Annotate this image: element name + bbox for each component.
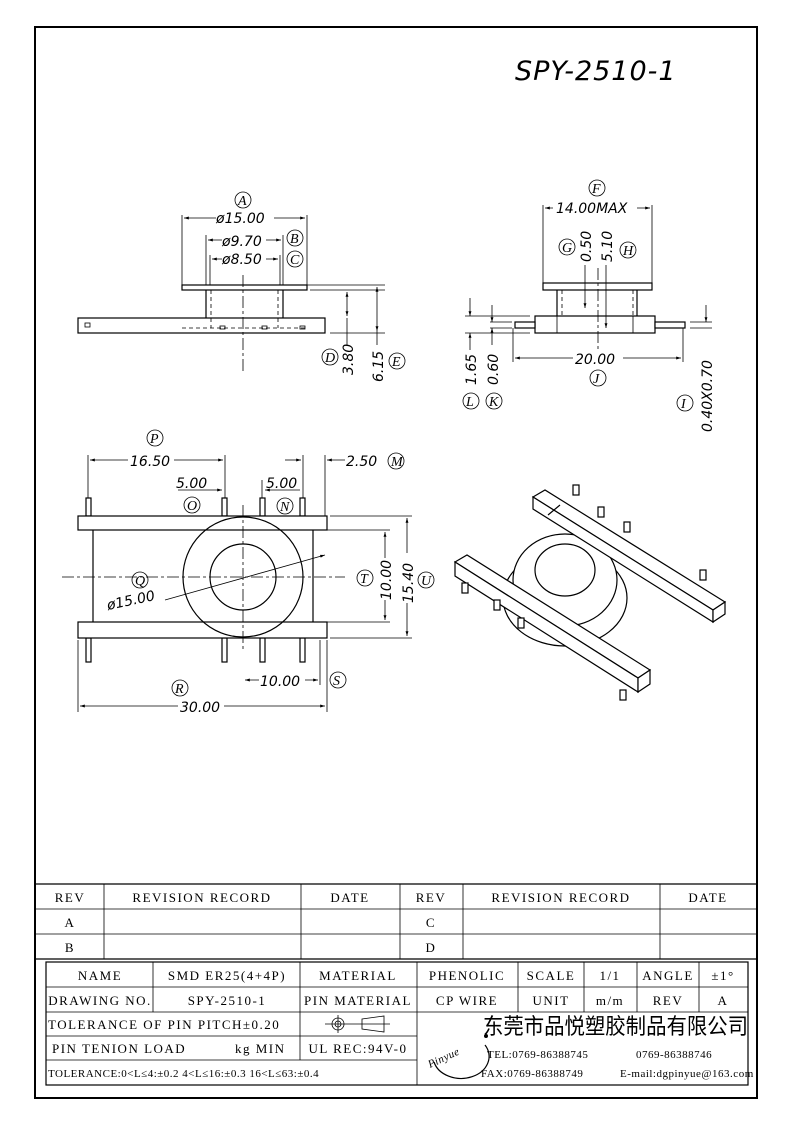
rev-c: C — [426, 915, 436, 930]
tel: TEL:0769-86388745 — [487, 1049, 588, 1061]
rev-d: D — [426, 940, 437, 955]
unit-value: m/m — [596, 993, 624, 1008]
projection-symbol-icon — [325, 1015, 390, 1033]
date-header-2: DATE — [688, 890, 727, 905]
callout-c: C — [290, 253, 300, 268]
callout-n: N — [279, 500, 290, 515]
dim-a: ø15.00 — [215, 211, 265, 227]
name-label: NAME — [78, 968, 122, 983]
dim-u: 15.40 — [401, 563, 417, 603]
callout-e: E — [391, 355, 401, 370]
dim-j: 20.00 — [575, 352, 615, 368]
callout-j: J — [593, 372, 600, 387]
callout-a: A — [237, 194, 247, 209]
side-view-left: ø15.00 ø9.70 ø8.50 A B C 3.80 6.15 D E — [77, 191, 406, 382]
ul-rec: UL REC:94V-0 — [308, 1041, 407, 1056]
angle-label: ANGLE — [642, 968, 694, 983]
callout-f: F — [591, 182, 601, 197]
pin-tension-unit: kg MIN — [235, 1041, 286, 1056]
dim-p: 16.50 — [130, 454, 170, 470]
fax: FAX:0769-86388749 — [481, 1068, 583, 1080]
dim-d: 3.80 — [341, 344, 357, 375]
pin-material-value: CP WIRE — [436, 993, 498, 1008]
drawing-no-value: SPY-2510-1 — [188, 993, 267, 1008]
callout-p: P — [149, 432, 159, 447]
material-value: PHENOLIC — [429, 968, 505, 983]
dim-b: ø9.70 — [221, 234, 262, 250]
rev-b: B — [65, 940, 75, 955]
callout-u: U — [421, 574, 432, 589]
angle-value: ±1° — [711, 968, 734, 983]
callout-t: T — [360, 572, 369, 587]
callout-b: B — [290, 232, 299, 247]
company-name: 东莞市品悦塑胶制品有限公司 — [483, 1015, 748, 1040]
revision-record-header-2: REVISION RECORD — [491, 890, 630, 905]
dim-e: 6.15 — [371, 351, 387, 382]
callout-s: S — [333, 674, 340, 689]
dim-g: 0.50 — [579, 231, 595, 262]
general-tolerance: TOLERANCE:0<L≤4:±0.2 4<L≤16:±0.3 16<L≤63… — [48, 1068, 319, 1080]
dim-n: 5.00 — [266, 476, 297, 492]
dim-l: 1.65 — [464, 354, 480, 385]
dim-k: 0.60 — [486, 354, 502, 385]
callout-l: L — [465, 395, 474, 410]
callout-o: O — [187, 499, 197, 514]
callout-k: K — [488, 395, 499, 410]
rev-value: A — [718, 993, 729, 1008]
side-view-right: 14.00MAX F 0.50 5.10 G H 20.00 J 1.65 0.… — [462, 179, 716, 432]
callout-h: H — [622, 244, 634, 259]
rev-a: A — [65, 915, 76, 930]
logo-text: Pinyue — [425, 1046, 461, 1071]
dim-s: 10.00 — [260, 674, 300, 690]
plan-view: Q ø15.00 16.50 P 2.50 M 5.00 5.00 O N 10… — [62, 429, 435, 716]
rev-header-2: REV — [416, 890, 447, 905]
callout-q: Q — [135, 574, 145, 589]
dim-q: ø15.00 — [105, 588, 157, 614]
isometric-view — [453, 484, 727, 701]
scale-label: SCALE — [527, 968, 576, 983]
scale-value: 1/1 — [599, 968, 620, 983]
dim-c: ø8.50 — [221, 252, 262, 268]
drawing-no-label: DRAWING NO. — [48, 993, 152, 1008]
dim-h: 5.10 — [600, 231, 616, 262]
rev-header-1: REV — [55, 890, 86, 905]
drawing-title: SPY-2510-1 — [515, 56, 677, 87]
pin-pitch-tolerance: TOLERANCE OF PIN PITCH±0.20 — [48, 1017, 280, 1032]
material-label: MATERIAL — [319, 968, 397, 983]
unit-label: UNIT — [532, 993, 569, 1008]
dim-m: 2.50 — [346, 454, 377, 470]
email: E-mail:dgpinyue@163.com — [620, 1068, 754, 1080]
callout-r: R — [174, 682, 184, 697]
name-value: SMD ER25(4+4P) — [168, 968, 286, 983]
pin-tension-label: PIN TENION LOAD — [52, 1041, 186, 1056]
dim-i: 0.40X0.70 — [700, 360, 716, 432]
callout-d: D — [324, 351, 335, 366]
dim-o: 5.00 — [176, 476, 207, 492]
tel-2: 0769-86388746 — [636, 1049, 712, 1061]
pinyue-logo: Pinyue — [425, 1034, 490, 1080]
pin-material-label: PIN MATERIAL — [304, 993, 412, 1008]
dim-t: 10.00 — [379, 560, 395, 600]
revision-record-header-1: REVISION RECORD — [132, 890, 271, 905]
rev-label: REV — [653, 993, 684, 1008]
callout-i: I — [680, 397, 687, 412]
dim-r: 30.00 — [180, 700, 220, 716]
dim-f: 14.00MAX — [556, 201, 628, 217]
drawing-frame — [34, 26, 758, 1099]
title-block: NAME SMD ER25(4+4P) MATERIAL PHENOLIC SC… — [45, 961, 754, 1086]
callout-g: G — [562, 241, 572, 256]
date-header-1: DATE — [330, 890, 369, 905]
callout-m: M — [390, 455, 404, 470]
revision-table: REV REVISION RECORD DATE REV REVISION RE… — [35, 883, 757, 960]
